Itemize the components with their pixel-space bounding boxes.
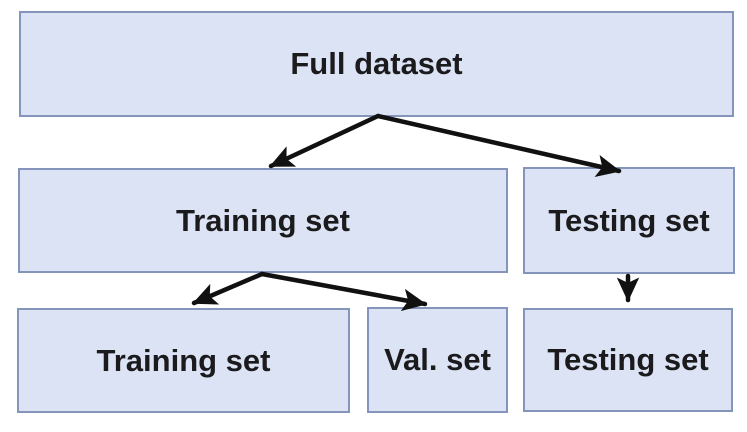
node-val-set-label: Val. set <box>384 342 491 377</box>
node-val-set: Val. set <box>367 307 508 413</box>
arrow-training-to-val <box>259 271 428 311</box>
node-testing-set-bottom: Testing set <box>523 308 733 412</box>
arrow-full-to-training <box>268 113 381 169</box>
node-training-set-mid-label: Training set <box>176 202 350 238</box>
node-full-dataset: Full dataset <box>19 11 734 117</box>
node-training-set-bottom-label: Training set <box>96 342 271 378</box>
node-testing-set-mid: Testing set <box>523 167 735 274</box>
node-testing-set-bottom-label: Testing set <box>547 342 709 377</box>
node-full-dataset-label: Full dataset <box>290 46 463 81</box>
arrow-training-to-training <box>191 271 265 306</box>
node-training-set-bottom: Training set <box>17 308 350 413</box>
arrow-full-to-testing <box>375 113 622 177</box>
node-testing-set-mid-label: Testing set <box>548 202 710 238</box>
node-training-set-mid: Training set <box>18 168 508 273</box>
